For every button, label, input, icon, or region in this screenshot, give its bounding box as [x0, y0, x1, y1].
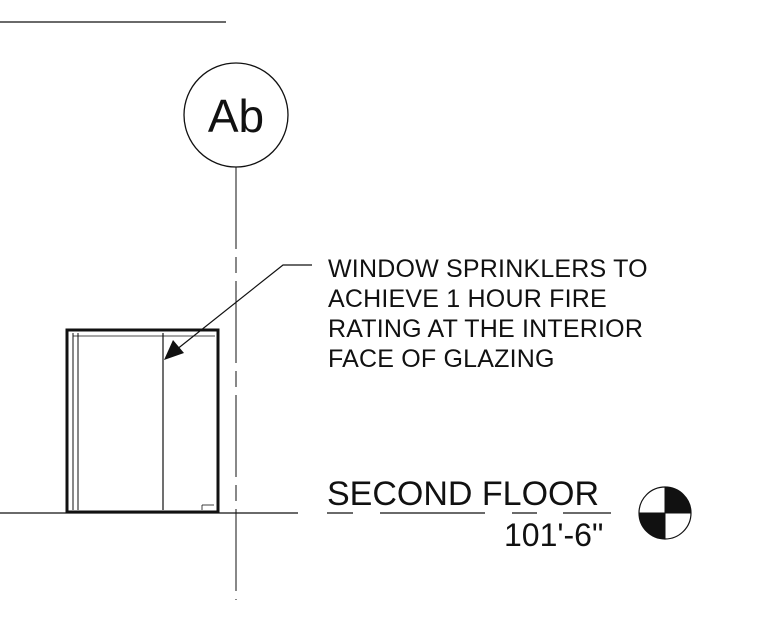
- leader-arrowhead: [164, 340, 184, 360]
- window-elevation: [65, 328, 220, 514]
- grid-bubble: Ab: [183, 62, 289, 168]
- level-datum-icon: [638, 486, 692, 540]
- window-frame: [65, 328, 220, 514]
- note-leader: [164, 264, 312, 360]
- note-line-3: RATING AT THE INTERIOR: [328, 315, 643, 343]
- level-name: SECOND FLOOR: [327, 475, 599, 513]
- note-line-1: WINDOW SPRINKLERS TO: [328, 255, 648, 283]
- note-line-2: ACHIEVE 1 HOUR FIRE: [328, 285, 607, 313]
- level-elevation: 101'-6": [504, 517, 603, 553]
- note-line-4: FACE OF GLAZING: [328, 345, 555, 373]
- grid-label: Ab: [208, 90, 264, 142]
